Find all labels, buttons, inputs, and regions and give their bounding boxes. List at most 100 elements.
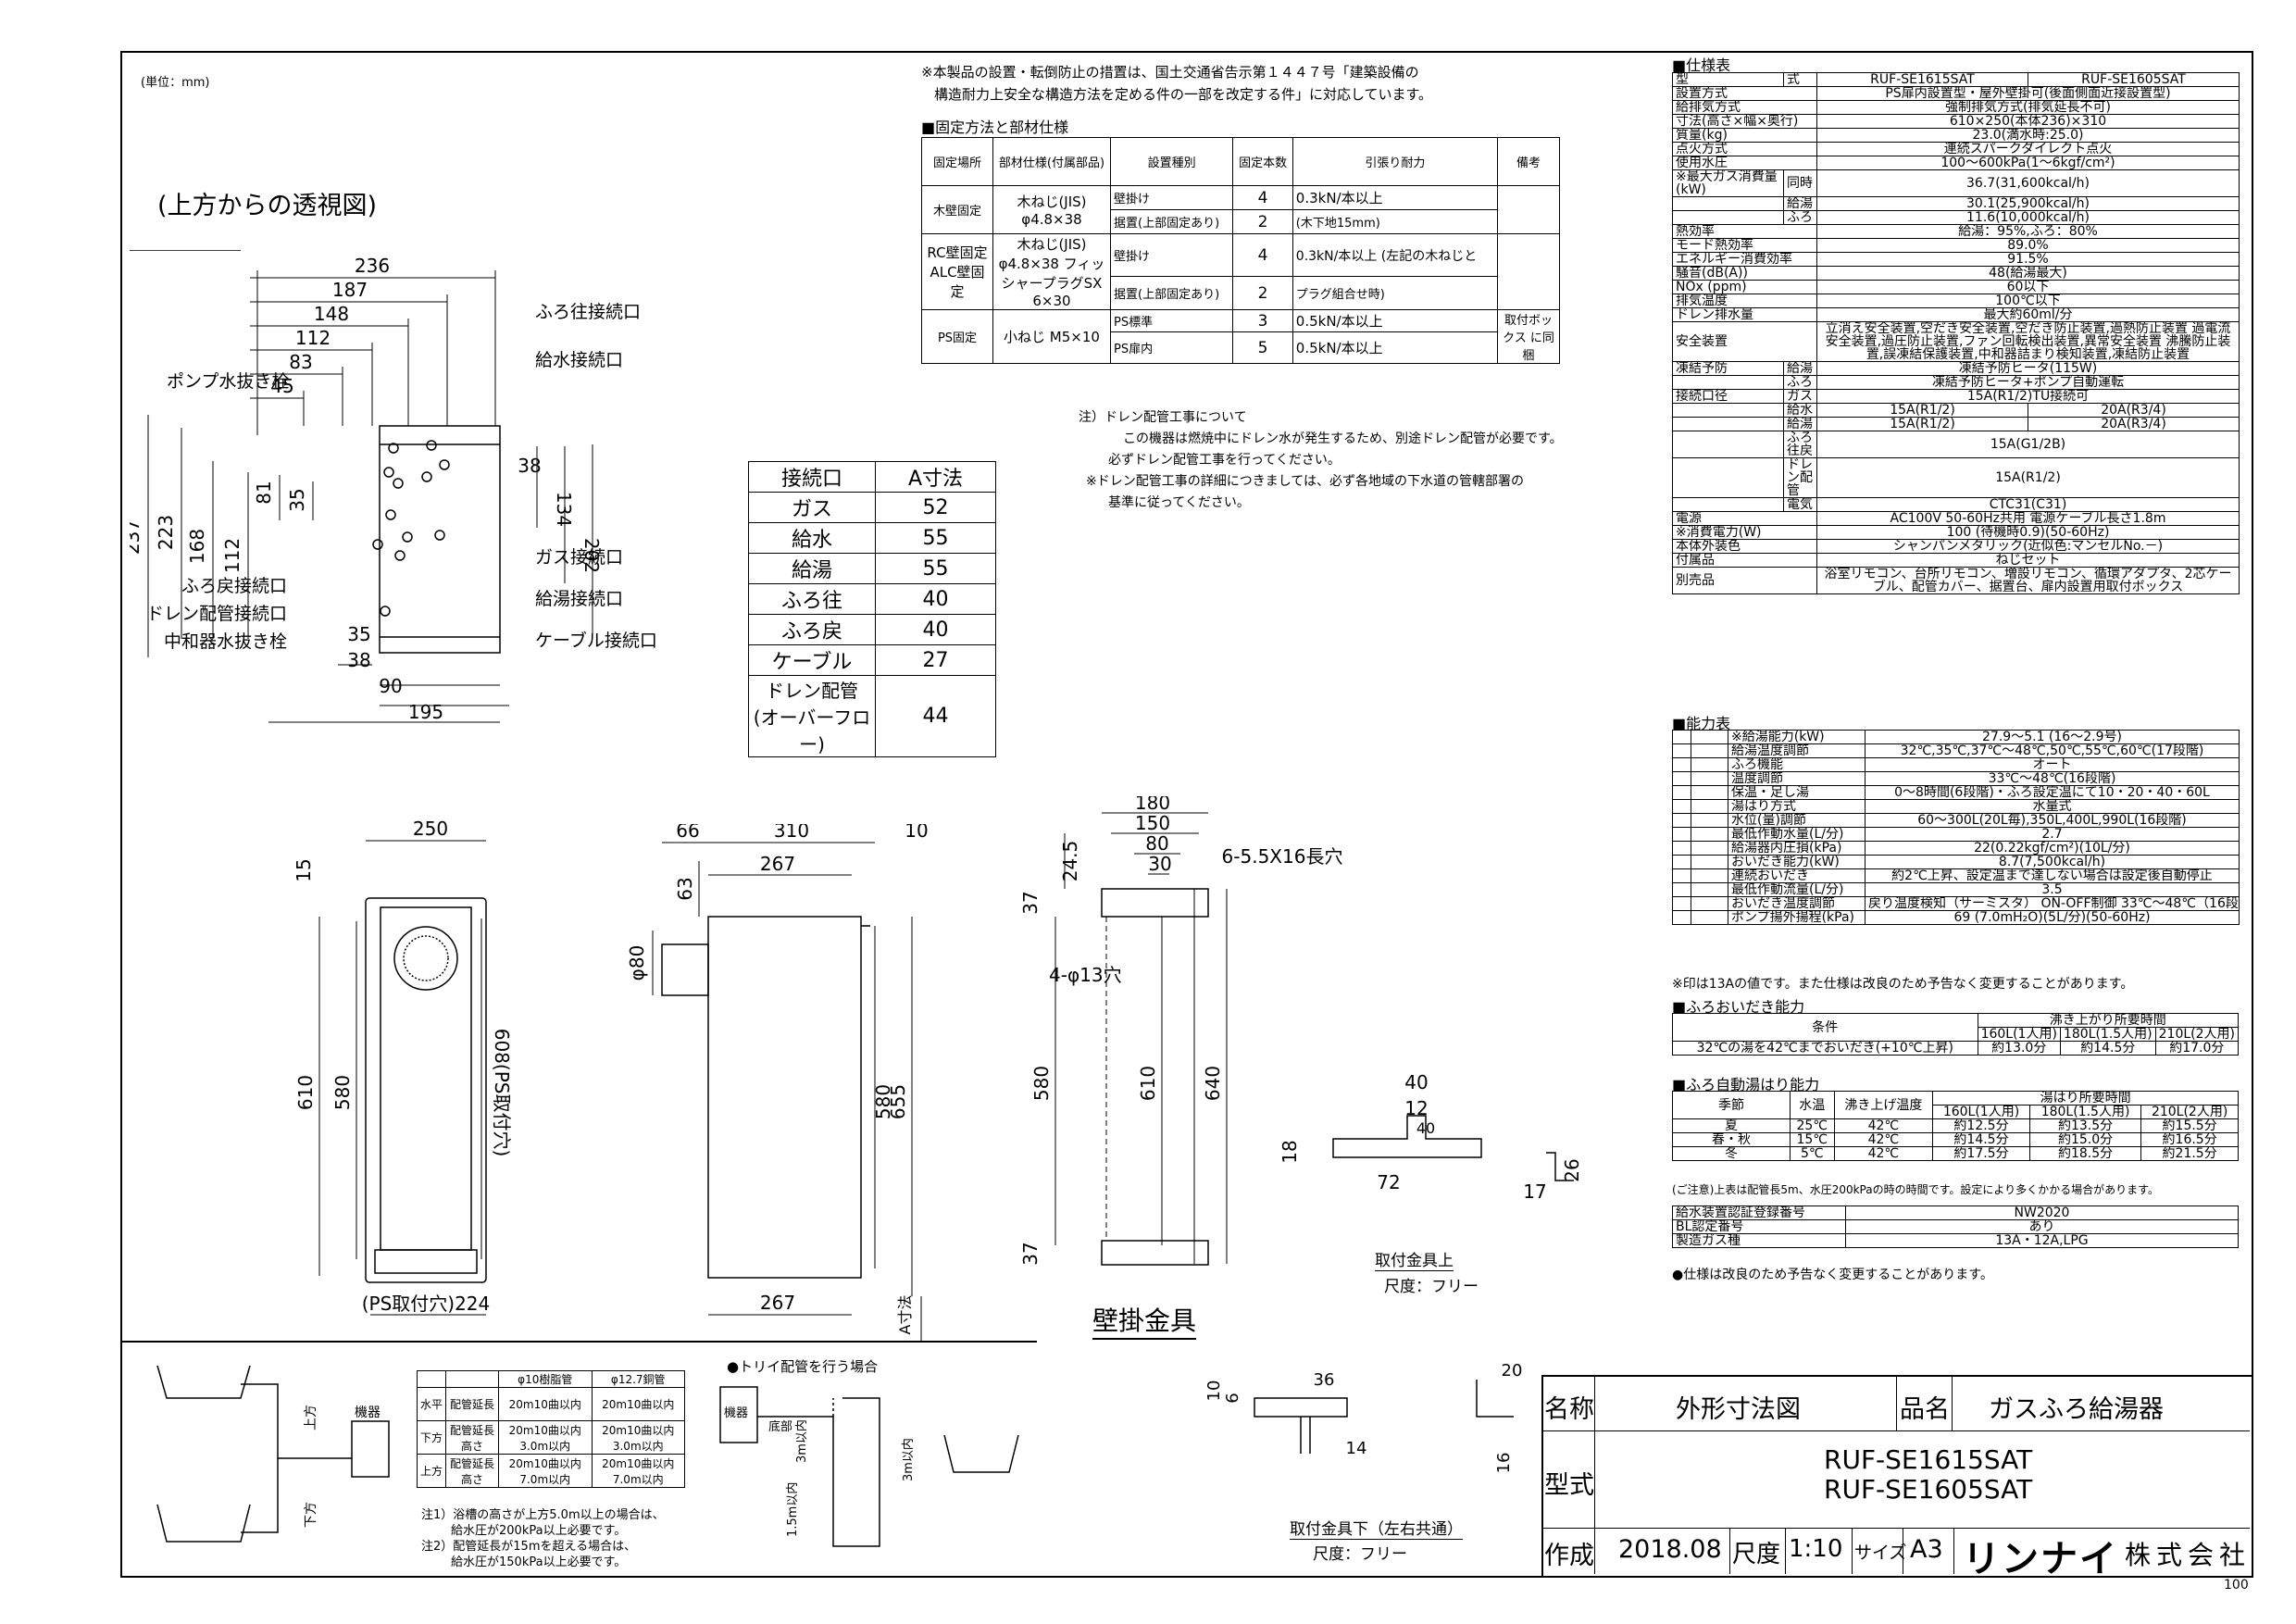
trap-d1: 3m以内 [794,1419,809,1463]
conn-name: ケーブル [748,644,876,676]
pipe-c: 20m10曲以内 7.0m以内 [591,1454,685,1488]
fix-cell: 4 [1232,185,1293,210]
bracket-dim-37b: 37 [1019,1242,1042,1265]
conn-value: 52 [875,492,996,523]
fix-title: ■固定方法と部材仕様 [921,119,1069,136]
fix-cell: 0.5kN/本以上 [1292,331,1499,364]
drain-note-line: この機器は燃焼中にドレン水が発生するため、別途ドレン配管が必要です。 [1123,431,1563,446]
spec-cell: 点火方式 [1672,142,1817,156]
spec-cell: 100～600kPa(1～6kgf/cm²) [1816,156,2240,170]
dim-187: 187 [332,279,368,301]
yuhari-h: 湯はり所要時間 [1932,1091,2239,1106]
pipe-c: 20m10曲以内 [591,1387,685,1421]
dim-134: 134 [553,492,575,527]
lower-dim-10: 10 [1204,1380,1224,1402]
side-dim-655: 655 [887,1084,909,1119]
perf-group [1672,785,1691,800]
upper-fitting: 40 12 40 18 72 26 17 [1279,1074,1583,1203]
spec-cell [1672,417,1784,431]
perf-value: 約2℃上昇、設定温まで達しない場合は設定後自動停止 [1865,868,2240,883]
bracket-dim-245: 24.5 [1059,841,1081,882]
spec-cell: ふろ [1783,375,1817,390]
pipe-c: 20m10曲以内 3.0m以内 [498,1420,593,1455]
fix-header: 固定本数 [1232,137,1293,186]
conn-header: A寸法 [875,461,996,493]
yuhari-c: 25℃ [1790,1118,1835,1133]
pipe-c: 配管延長 高さ [445,1454,500,1488]
spec-row: 本体外装色シャンパンメタリック(近似色:マンセルNo.－) [1672,539,2240,554]
perf-row: 最低作動水量(L/分)2.7 [1672,827,2240,842]
pipe-c: 配管延長 高さ [445,1420,500,1455]
perf-sub [1691,730,1728,744]
perf-key: ※給湯能力(kW) [1728,730,1866,744]
tb-size-label: サイズ [1854,1543,1907,1563]
spec-cell: 給水 [1783,403,1817,418]
pipe-c: 20m10曲以内 [498,1387,593,1421]
fix-header: 部材仕様(付属部品) [992,137,1111,186]
perf-row: ※給湯能力(kW)27.9～5.1 (16～2.9号) [1672,730,2240,744]
upper-dim-72: 72 [1377,1171,1400,1193]
perf-note: ※印は13Aの値です。また仕様は改良のため予告なく変更することがあります。 [1672,977,2134,992]
spec-cell: CTC31(C31) [1816,497,2240,512]
tb-company-logo: リンナイ [1963,1538,2118,1580]
bracket-dim-610: 610 [1137,1066,1159,1101]
yuhari-h: 季節 [1672,1091,1791,1119]
yuhari-c: 約15.0分 [2028,1132,2142,1147]
tb-model-1: RUF-SE1615SAT [1824,1444,2033,1475]
perf-group [1672,730,1691,744]
perf-sub [1691,813,1728,828]
spec-cell: 寸法(高さ×幅×奥行) [1672,114,1817,129]
spec-cell: ドレン配管 [1783,457,1817,498]
fix-cell: 壁掛け [1109,185,1234,210]
label-pump-drain: ポンプ水抜き栓 [167,371,290,392]
fix-cell: 据置(上部固定あり) [1109,276,1234,310]
perf-sub [1691,743,1728,758]
perf-key: 給湯器内圧損(kPa) [1728,841,1866,856]
yuhari-c: 約12.5分 [1932,1118,2030,1133]
spec-cell: ふろ [1783,210,1817,225]
lower-dim-16: 16 [1494,1453,1514,1472]
spec-row: ※消費電力(W)100 (待機時0.9)(50-60Hz) [1672,525,2240,540]
pipe-h [445,1370,500,1388]
spec-cell: 同時 [1783,169,1817,197]
pipe-up-label: 上方 [304,1405,318,1430]
drain-note-line: 基準に従ってください。 [1108,495,1250,510]
perf-key: ふろ機能 [1728,757,1866,772]
cert-k: 給水装置認証登録番号 [1672,1206,1846,1220]
yuhari-c: 約13.5分 [2028,1118,2142,1133]
conn-name: ドレン配管 (オーバーフロー) [748,675,876,757]
perf-value: 戻り温度検知（サーミスタ） ON-OFF制御 33℃～48℃（16段階） [1865,896,2240,911]
label-gas: ガス接続口 [535,547,624,568]
spec-row: 熱効率給湯：95%,ふろ：80% [1672,224,2240,239]
conn-name: ガス [748,492,876,523]
pipe-c: 20m10曲以内 7.0m以内 [498,1454,593,1488]
perf-sub [1691,910,1728,925]
yuhari-c: 約15.5分 [2140,1118,2239,1133]
conn-name: 給水 [748,522,876,554]
yuhari-c: 春・秋 [1672,1132,1791,1147]
perf-value: 3.5 [1865,882,2240,897]
notice-line: ※本製品の設置・転倒防止の措置は、国土交通省告示第１４４７号「建築設備の [921,64,1419,81]
top-labels-right: ふろ往接続口 給水接続口 ガス接続口 給湯接続口 ケーブル接続口 [535,304,657,650]
perf-row: おいだき能力(kW)8.7(7,500kcal/h) [1672,855,2240,869]
upper-dim-26: 26 [1561,1158,1583,1181]
spec-cell: 48(給湯最大) [1816,266,2240,281]
dim-b38: 38 [347,649,370,671]
tb-hline1 [1541,1430,2250,1431]
upper-dim-18: 18 [1279,1140,1301,1163]
oidaki-h: 条件 [1672,1013,1978,1042]
fix-header: 備考 [1497,137,1560,186]
spec-cell: ※最大ガス消費量(kW) [1672,169,1784,197]
spec-cell: 熱効率 [1672,224,1817,239]
side-dim-a: A寸法 [896,1295,914,1335]
spec-cell: 強制排気方式(排気延長不可) [1816,100,2240,115]
spec-cell: 電源 [1672,511,1817,526]
spec-cell: 別売品 [1672,567,1817,594]
cert-v: NW2020 [1845,1206,2239,1220]
